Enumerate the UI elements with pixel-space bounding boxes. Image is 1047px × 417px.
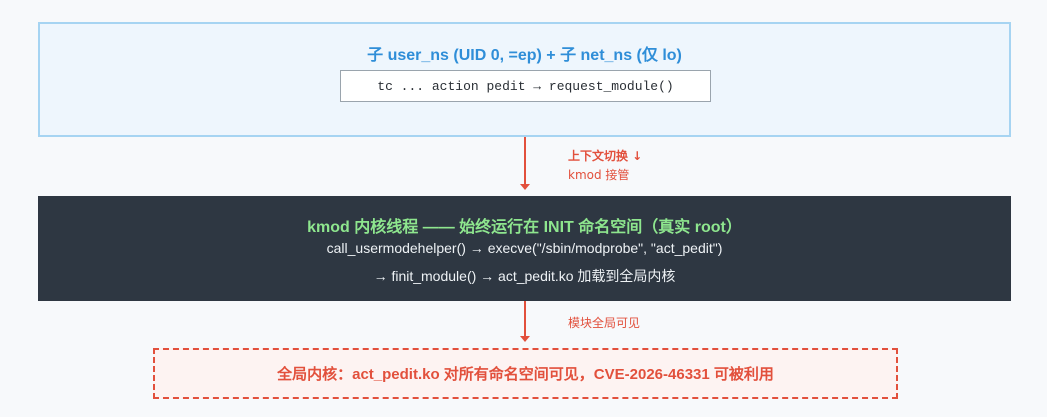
kmod-takeover-label: kmod 接管 (568, 168, 630, 182)
global-kernel-box: 全局内核：act_pedit.ko 对所有命名空间可见，CVE-2026-463… (153, 348, 898, 399)
kmod-line-usermodehelper: call_usermodehelper() → execve("/sbin/mo… (326, 240, 723, 256)
global-visible-label: 模块全局可见 (568, 316, 641, 330)
kmod-line-finit-module: → finit_module() → act_pedit.ko 加载到全局内核 (373, 268, 676, 284)
user-ns-title: 子 user_ns (UID 0, =ep) + 子 net_ns (仅 lo) (367, 47, 682, 64)
context-switch-label: 上下文切换 ↓ (568, 149, 643, 163)
kmod-thread-box: kmod 内核线程 —— 始终运行在 INIT 命名空间（真实 root） ca… (38, 196, 1011, 301)
context-switch-arrow (524, 137, 526, 185)
child-user-ns-box: 子 user_ns (UID 0, =ep) + 子 net_ns (仅 lo)… (38, 22, 1011, 137)
kmod-title: kmod 内核线程 —— 始终运行在 INIT 命名空间（真实 root） (307, 219, 742, 236)
command-box: tc ... action pedit → request_module() (340, 70, 711, 102)
global-visible-arrow-head (520, 336, 530, 342)
context-switch-arrow-head (520, 184, 530, 190)
global-visible-arrow (524, 301, 526, 337)
